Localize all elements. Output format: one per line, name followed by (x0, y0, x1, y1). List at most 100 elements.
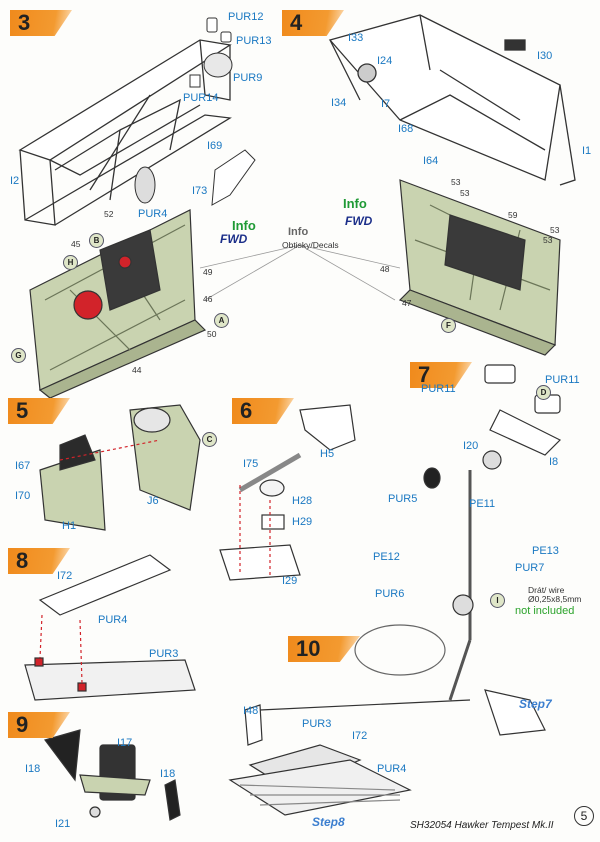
fwd-left: FWD (220, 232, 248, 246)
label-50: 50 (207, 329, 217, 339)
label-pur6: PUR6 (375, 588, 405, 600)
label-i72-step8: I72 (57, 570, 73, 582)
label-pur3-step10: PUR3 (302, 718, 332, 730)
label-i64: I64 (423, 155, 439, 167)
step4-upper-frame (328, 14, 576, 186)
label-h5: H5 (320, 448, 335, 460)
label-j6: J6 (147, 495, 159, 507)
label-pe11: PE11 (469, 498, 496, 510)
step-10-flag: 10 (288, 636, 360, 662)
label-pur4-step10: PUR4 (377, 763, 407, 775)
step-4-flag: 4 (282, 10, 344, 36)
label-i72-step10: I72 (352, 730, 368, 742)
label-i2: I2 (10, 175, 20, 187)
label-i30: I30 (537, 50, 553, 62)
step9-drawing (43, 729, 181, 821)
label-i75: I75 (243, 458, 259, 470)
label-i17: I17 (117, 737, 133, 749)
step-4-number: 4 (290, 10, 303, 35)
label-i20: I20 (463, 440, 479, 452)
label-pur11-a: PUR11 (421, 383, 456, 395)
info-guide-lines (199, 244, 401, 301)
step3-lower-assembly (29, 209, 207, 399)
step10-drawing (228, 467, 546, 816)
label-i21: I21 (55, 818, 71, 830)
paint-badge-a: A (214, 313, 229, 332)
label-h29: H29 (292, 516, 313, 528)
label-i34: I34 (331, 97, 347, 109)
obtisky-decals: Obtisky/Decals (282, 240, 339, 250)
label-pur12: PUR12 (228, 11, 264, 23)
step7-drawing (482, 364, 562, 470)
paint-badge-i: I (490, 593, 505, 612)
info-left: Info (232, 218, 256, 233)
step-10-number: 10 (296, 636, 321, 661)
step4-lower-assembly (398, 179, 561, 356)
step3-upper-frame (18, 39, 232, 226)
label-59: 59 (508, 210, 518, 220)
label-i18-b: I18 (160, 768, 176, 780)
step-3-number: 3 (18, 10, 31, 35)
paint-badge-d: D (536, 385, 551, 404)
label-53-b: 53 (460, 188, 470, 198)
label-52: 52 (104, 209, 114, 219)
label-pur13: PUR13 (236, 35, 272, 47)
label-i18-a: I18 (25, 763, 41, 775)
label-48: 48 (380, 264, 390, 274)
step-8-flag: 8 (8, 548, 70, 574)
label-i24: I24 (377, 55, 393, 67)
label-i7: I7 (381, 98, 391, 110)
paint-badge-c: C (202, 432, 217, 451)
kit-footer: SH32054 Hawker Tempest Mk.II (410, 820, 554, 831)
label-53-a: 53 (451, 177, 461, 187)
step-6-number: 6 (240, 398, 253, 423)
label-pur11-b: PUR11 (545, 374, 580, 386)
label-i1: I1 (582, 145, 592, 157)
step-7-flag: 7 (410, 362, 472, 388)
label-pe12: PE12 (373, 551, 400, 563)
label-pur5: PUR5 (388, 493, 418, 505)
step3-parts (134, 17, 256, 206)
step-5-number: 5 (16, 398, 29, 423)
label-pur4-step8: PUR4 (98, 614, 128, 626)
label-pur14: PUR14 (183, 92, 219, 104)
step5-drawing (39, 404, 201, 531)
page-number: 5 (574, 806, 594, 826)
label-46: 46 (203, 294, 213, 304)
label-pur3-step8: PUR3 (149, 648, 179, 660)
label-h1: H1 (62, 520, 77, 532)
label-i69: I69 (207, 140, 223, 152)
paint-badge-h: H (63, 255, 78, 274)
label-pur9: PUR9 (233, 72, 263, 84)
paint-badge-b: B (89, 233, 104, 252)
label-47: 47 (402, 298, 412, 308)
label-45: 45 (71, 239, 81, 249)
label-53-d: 53 (543, 235, 553, 245)
step-3-flag: 3 (10, 10, 72, 36)
info-mid: Info (288, 226, 309, 238)
label-h28: H28 (292, 495, 313, 507)
step7-reference: Step7 (519, 697, 552, 711)
paint-badge-f: F (441, 318, 456, 337)
step-9-flag: 9 (8, 712, 70, 738)
step-7-number: 7 (418, 362, 431, 387)
step-5-flag: 5 (8, 398, 70, 424)
label-49: 49 (203, 267, 213, 277)
step-8-number: 8 (16, 548, 29, 573)
step-6-flag: 6 (232, 398, 294, 424)
label-i33: I33 (348, 32, 364, 44)
label-44: 44 (132, 365, 142, 375)
wire-line-1: Drát/ wire (528, 585, 565, 595)
label-pe13: PE13 (532, 545, 559, 557)
label-53-c: 53 (550, 225, 560, 235)
label-i70: I70 (15, 490, 31, 502)
label-pur7: PUR7 (515, 562, 545, 574)
step8-reference: Step8 (312, 815, 345, 829)
wire-not-included: not included (515, 605, 575, 617)
fwd-right: FWD (345, 214, 373, 228)
step-9-number: 9 (16, 712, 29, 737)
label-i29: I29 (282, 575, 298, 587)
label-i48: I48 (243, 705, 259, 717)
